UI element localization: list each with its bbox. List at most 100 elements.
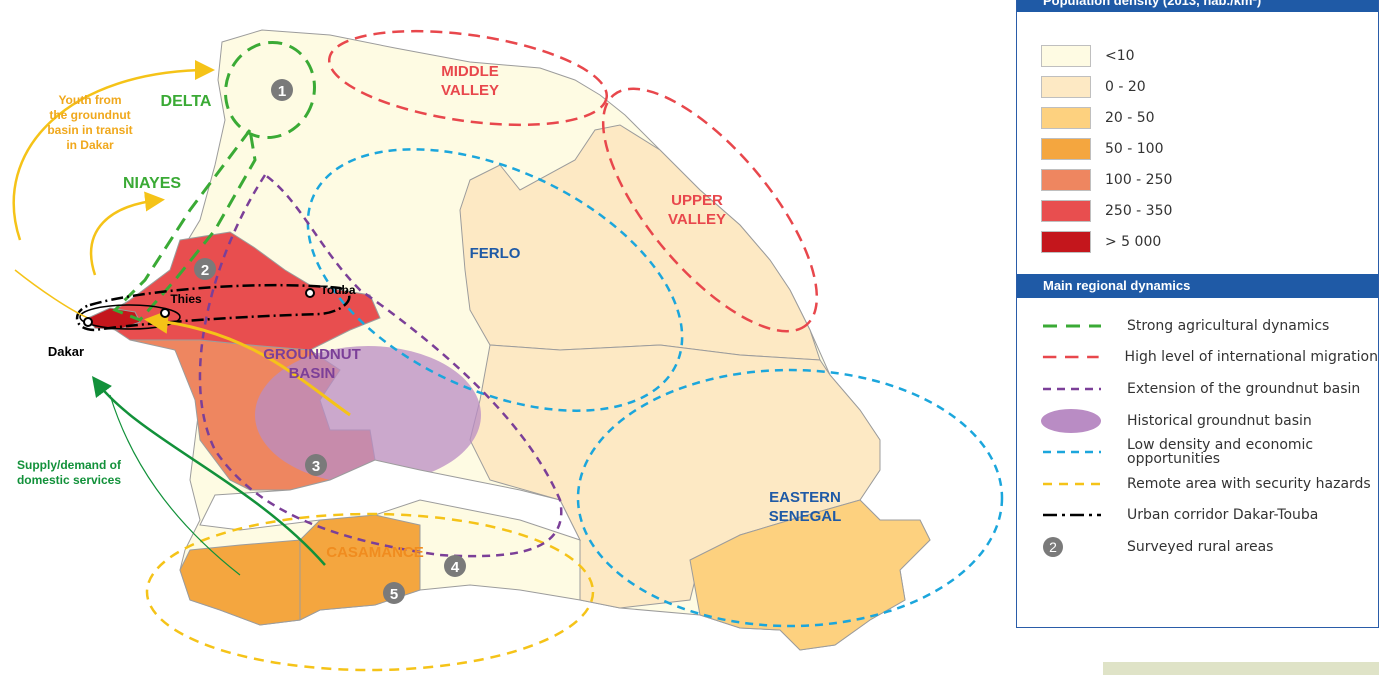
black-dashdot-icon [1043,514,1101,517]
density-item: <10 [1041,40,1378,71]
label-upper-2: VALLEY [668,211,726,228]
density-legend: <10 0 - 20 20 - 50 50 - 100 100 - 250 25… [1041,40,1378,257]
supply-arrow [91,376,326,566]
groundnut-basin-extension [198,173,563,558]
green-dash-icon [1043,324,1101,328]
svg-text:2: 2 [201,262,209,279]
middle-valley-migration [327,29,609,127]
eastern-low-density [576,368,1004,628]
region-ziguinchor [179,539,301,626]
svg-text:3: 3 [312,458,320,475]
region-ferlo [459,124,821,361]
annotation-youth-1: Youth from [58,93,121,107]
label-ferlo: FERLO [470,245,521,262]
dynamics-item: Low density and economic opportunities [1041,436,1378,468]
density-swatch [1041,199,1091,222]
density-item: 250 - 350 [1041,195,1378,226]
youth-arrow-thin [14,269,89,319]
red-dash-icon [1042,356,1099,359]
senegal-map: 1 2 3 4 5 DELTA MIDDLE VALLEY UPPER VALL… [12,29,1004,672]
label-groundnut-2: BASIN [289,365,336,382]
label-middle-2: VALLEY [441,82,499,99]
density-swatch [1041,230,1091,253]
dynamics-legend-title: Main regional dynamics [1017,274,1378,298]
annotation-supply-1: Supply/demand of [17,458,122,472]
surveyed-area-icon: 2 [1043,536,1063,557]
casamance-remote-area [145,512,595,672]
purple-dash-icon [1043,387,1101,391]
dynamics-label: Remote area with security hazards [1127,475,1371,492]
label-touba: Touba [320,283,355,297]
delta-agri-ellipse [224,40,316,140]
dynamics-label: Extension of the groundnut basin [1127,380,1361,397]
city-thies-dot [160,308,170,318]
dynamics-label: Urban corridor Dakar-Touba [1127,507,1319,524]
label-niayes: NIAYES [123,175,181,192]
dynamics-item: Extension of the groundnut basin [1041,373,1378,405]
svg-text:4: 4 [451,559,460,576]
svg-text:5: 5 [390,586,398,603]
dynamics-label: Surveyed rural areas [1127,538,1274,555]
dynamics-item: Strong agricultural dynamics [1041,310,1378,342]
youth-arrow-niayes [89,191,165,276]
city-touba-dot [305,288,315,298]
map-legend: Population density (2013, hab./km²) <10 … [1016,0,1379,628]
dynamics-item: Remote area with security hazards [1041,468,1378,500]
dynamics-label: Low density and economic opportunities [1127,437,1314,468]
density-legend-title: Population density (2013, hab./km²) [1017,0,1378,12]
label-middle-1: MIDDLE [441,63,499,80]
region-sedhiou [299,514,421,621]
density-label: 100 - 250 [1105,171,1173,188]
density-swatch [1041,137,1091,160]
density-item: 100 - 250 [1041,164,1378,195]
label-casamance: CASAMANCE [326,544,424,561]
bottom-panel [1103,662,1379,675]
density-item: 20 - 50 [1041,102,1378,133]
surveyed-area-1: 1 [271,79,293,101]
historical-groundnut-basin [255,346,481,484]
density-swatch [1041,44,1091,67]
annotation-youth-3: basin in transit [47,123,132,137]
density-label: <10 [1105,47,1135,64]
dynamics-item: High level of international migration [1041,342,1378,374]
yellow-dash-icon [1043,482,1101,486]
region-dakar [87,307,141,331]
density-label: 50 - 100 [1105,140,1164,157]
supply-arrow-thin [109,394,241,576]
density-item: 50 - 100 [1041,133,1378,164]
density-item: 0 - 20 [1041,71,1378,102]
label-groundnut-1: GROUNDNUT [263,346,361,363]
density-swatch [1041,106,1091,129]
label-dakar: Dakar [48,344,84,359]
annotation-supply-2: domestic services [17,473,121,487]
density-label: 250 - 350 [1105,202,1173,219]
surveyed-area-2: 2 [194,258,216,280]
ferlo-low-density [306,148,684,412]
density-swatch [1041,168,1091,191]
niayes-agri-zone [112,126,257,322]
label-upper-1: UPPER [671,192,723,209]
density-swatch [1041,75,1091,98]
annotation-youth-4: in Dakar [66,138,114,152]
dynamics-label: Historical groundnut basin [1127,412,1312,429]
dynamics-label: Strong agricultural dynamics [1127,317,1330,334]
dynamics-label: High level of international migration [1124,349,1378,366]
dynamics-item: Urban corridor Dakar-Touba [1041,500,1378,532]
upper-valley-migration [601,87,819,333]
label-delta: DELTA [161,93,212,110]
gambia [199,459,581,541]
youth-arrow-delta [12,60,215,241]
dynamics-item: Historical groundnut basin [1041,405,1378,437]
density-label: 0 - 20 [1105,78,1146,95]
density-label: > 5 000 [1105,233,1162,250]
svg-text:1: 1 [278,83,286,100]
dynamics-legend: Strong agricultural dynamics High level … [1041,310,1378,563]
label-thies: Thies [170,292,202,306]
surveyed-area-3: 3 [305,454,327,476]
purple-ellipse-icon [1041,408,1101,433]
city-dakar-dot [83,317,93,327]
annotation-youth-2: the groundnut [49,108,130,122]
density-item: > 5 000 [1041,226,1378,257]
youth-arrow-dakar [144,309,351,417]
region-kedougou [689,499,931,651]
